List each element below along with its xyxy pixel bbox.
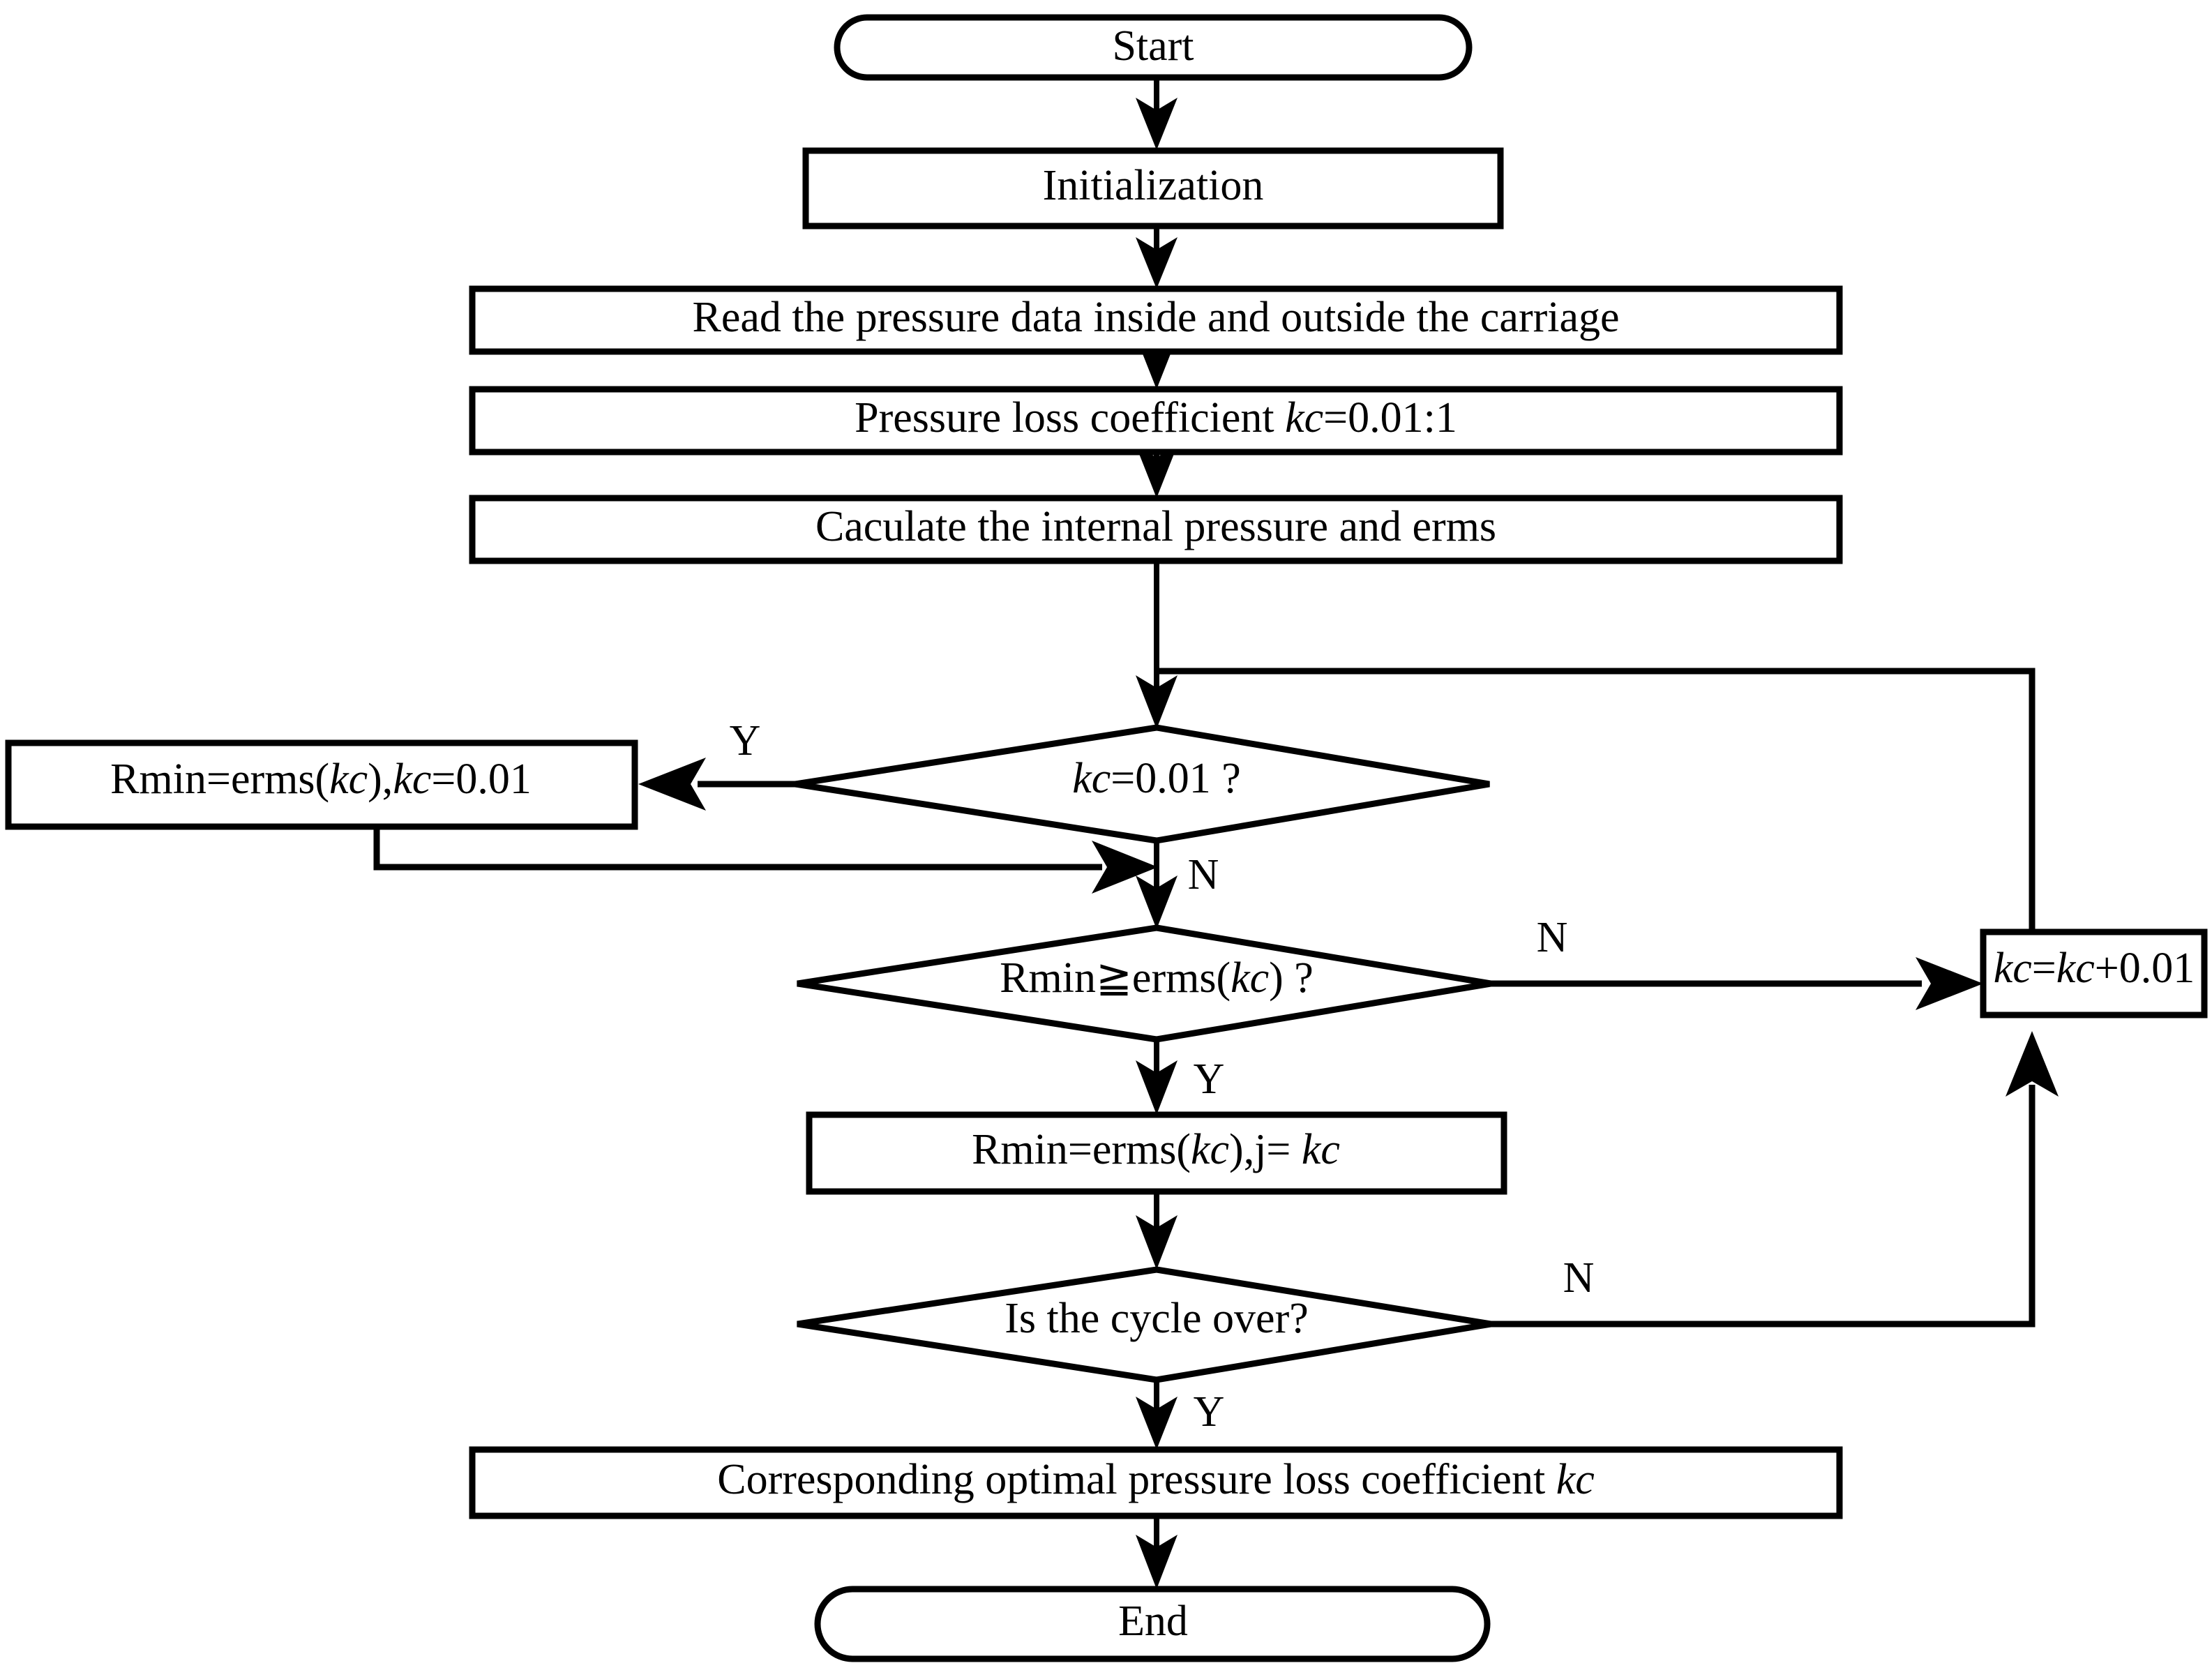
calculate-label: Caculate the internal pressure and erms [815,503,1496,550]
init-rmin-seg5: =0.01 [431,755,531,803]
coefficient-range-text-pre: Pressure loss coefficient [855,394,1285,442]
increment-kc-seg1: kc [1994,945,2032,992]
edge-rmin-cmp-yes-to-update-rmin [1136,1039,1178,1115]
branch-label-cycle-over-no: N [1563,1254,1595,1302]
read-pressure-shape [469,285,1843,355]
update-rmin-seg1: Rmin=erms( [972,1126,1191,1173]
calculate-shape [469,495,1843,564]
result-label: Corresponding optimal pressure loss coef… [717,1456,1594,1503]
edge-cycle-over-no-to-increment [1491,1031,2059,1328]
decision-cycle-over-shape [797,1266,1491,1383]
node-update-rmin[interactable]: Rmin=erms(kc),j= kc [806,1111,1507,1195]
result-text-pre: Corresponding optimal pressure loss coef… [717,1456,1556,1503]
node-init-rmin[interactable]: Rmin=erms(kc),kc=0.01 [5,739,638,830]
edge-coefficient-to-calculate [1136,445,1178,498]
branch-label-cycle-over-yes: Y [1194,1388,1225,1436]
init-rmin-seg3: ), [368,755,393,803]
node-initialization[interactable]: Initialization [802,147,1504,230]
edge-cycle-over-yes-to-result [1136,1380,1178,1450]
node-increment-kc[interactable]: kc=kc+0.01 [1980,928,2208,1018]
coefficient-range-shape [469,386,1843,456]
node-coefficient-range[interactable]: Pressure loss coefficient kc=0.01:1 [469,386,1843,456]
result-shape [469,1446,1843,1519]
node-calculate[interactable]: Caculate the internal pressure and erms [469,495,1843,564]
edge-increment-to-calculate-loop [1157,668,2036,932]
increment-kc-label: kc=kc+0.01 [1994,945,2195,992]
initialization-label: Initialization [1043,162,1264,209]
edge-calculate-to-decision-kc [1136,552,1178,729]
end-shape [814,1586,1491,1662]
decision-rmin-cmp-seg2: kc [1231,954,1269,1002]
update-rmin-seg2: kc [1191,1126,1229,1173]
end-label: End [1118,1597,1188,1645]
result-text-italic: kc [1556,1456,1595,1503]
edge-start-to-initialization [1136,77,1178,150]
coefficient-range-text-italic: kc [1285,394,1323,442]
decision-rmin-cmp-seg3: ) ? [1269,954,1314,1002]
edge-decision-kc-yes-to-init-rmin [638,758,795,811]
update-rmin-label: Rmin=erms(kc),j= kc [972,1126,1340,1173]
init-rmin-shape [5,739,638,830]
decision-rmin-cmp-label: Rmin≧erms(kc) ? [1000,954,1314,1002]
branch-label-rmin-cmp-no: N [1537,914,1568,961]
update-rmin-seg4: kc [1302,1126,1340,1173]
coefficient-range-label: Pressure loss coefficient kc=0.01:1 [855,394,1457,442]
decision-cycle-over-label: Is the cycle over? [1005,1295,1308,1342]
increment-kc-shape [1980,928,2208,1018]
edge-update-rmin-to-cycle-over [1136,1191,1178,1270]
read-pressure-label: Read the pressure data inside and outsid… [692,294,1619,341]
decision-kc-init-post: =0.01 ? [1111,755,1240,802]
edge-initialization-to-read [1136,227,1178,289]
edge-init-rmin-to-n-path [373,827,1158,894]
node-end[interactable]: End [814,1586,1491,1662]
init-rmin-seg1: Rmin=erms( [110,755,329,803]
decision-kc-init-label: kc=0.01 ? [1072,755,1241,802]
node-start[interactable]: Start [834,14,1473,81]
start-shape [834,14,1473,81]
update-rmin-shape [806,1111,1507,1195]
init-rmin-label: Rmin=erms(kc),kc=0.01 [110,755,532,803]
node-decision-cycle-over[interactable]: Is the cycle over? [797,1266,1491,1383]
increment-kc-seg4: +0.01 [2095,945,2195,992]
increment-kc-seg2: = [2032,945,2056,992]
edge-result-to-end [1136,1515,1178,1589]
node-read-pressure[interactable]: Read the pressure data inside and outsid… [469,285,1843,355]
decision-kc-init-shape [795,724,1490,844]
decision-rmin-cmp-seg1: Rmin≧erms( [1000,954,1231,1002]
start-label: Start [1112,22,1194,70]
init-rmin-seg2: kc [329,755,368,803]
decision-kc-init-italic: kc [1072,755,1111,802]
init-rmin-seg4: kc [393,755,431,803]
decision-rmin-cmp-shape [797,924,1491,1043]
branch-label-kc-init-yes: Y [730,717,761,765]
increment-kc-seg3: kc [2056,945,2095,992]
edge-decision-kc-no-to-rmin-cmp [1136,841,1178,929]
update-rmin-seg3: ),j= [1229,1126,1302,1173]
branch-label-kc-init-no: N [1188,851,1219,898]
node-decision-rmin-cmp[interactable]: Rmin≧erms(kc) ? [797,924,1491,1043]
edge-rmin-cmp-no-to-increment [1491,957,1983,1010]
coefficient-range-text-post: =0.01:1 [1323,394,1457,442]
node-decision-kc-init[interactable]: kc=0.01 ? [795,724,1490,844]
branch-label-rmin-cmp-yes: Y [1194,1055,1225,1103]
node-result[interactable]: Corresponding optimal pressure loss coef… [469,1446,1843,1519]
initialization-shape [802,147,1504,230]
